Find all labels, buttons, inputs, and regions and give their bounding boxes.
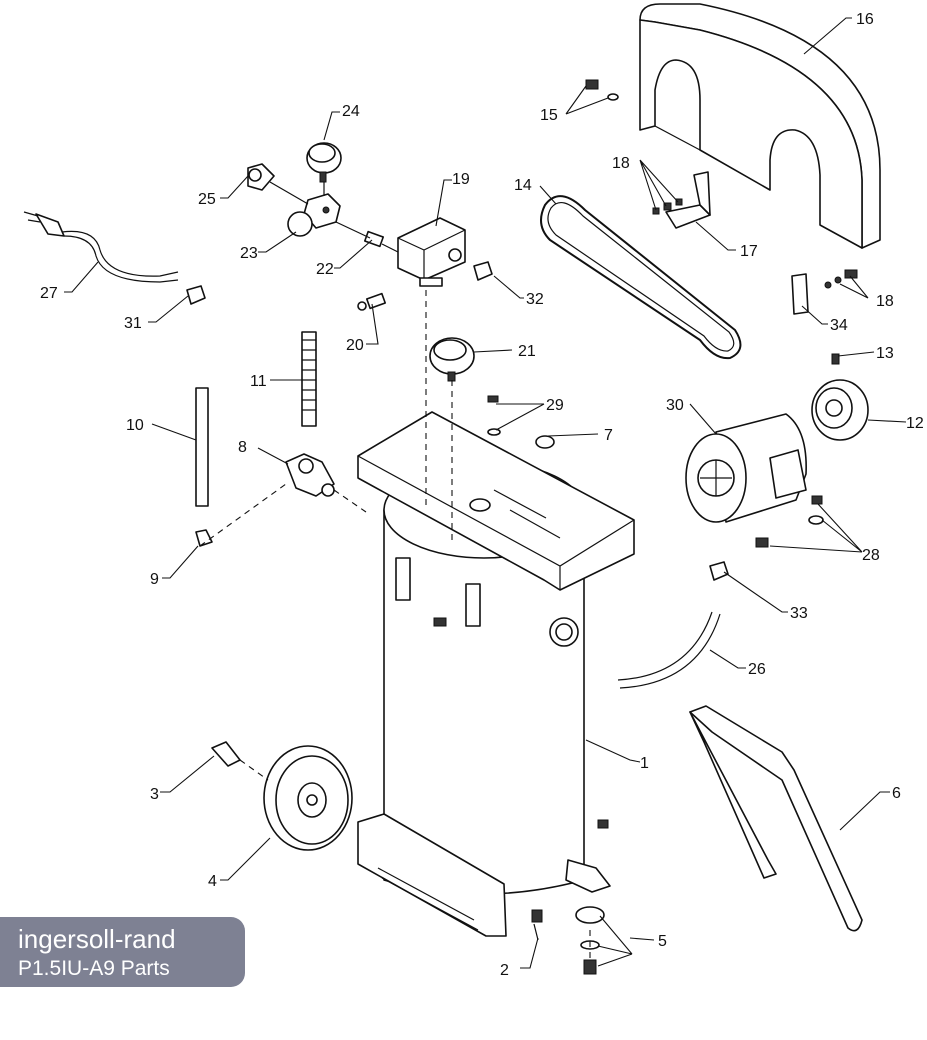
callout-30: 30 — [666, 397, 684, 414]
base-bracket — [357, 813, 611, 937]
callout-8: 8 — [238, 439, 247, 456]
upper-gauge — [306, 142, 342, 183]
callout-18a: 18 — [612, 155, 630, 172]
callout-11: 11 — [250, 373, 267, 390]
callout-24: 24 — [342, 103, 360, 120]
callout-1: 1 — [640, 755, 649, 772]
callout-31: 31 — [124, 315, 142, 332]
callout-14: 14 — [514, 177, 532, 194]
regulator — [287, 193, 341, 237]
guard-screw — [585, 79, 619, 101]
mounting-plate — [357, 411, 635, 591]
callout-33: 33 — [790, 605, 808, 622]
pressure-switch — [397, 217, 466, 287]
callout-4: 4 — [208, 873, 217, 890]
bracket — [652, 171, 711, 229]
callout-7: 7 — [604, 427, 613, 444]
callout-20: 20 — [346, 337, 364, 354]
callout-9: 9 — [150, 571, 159, 588]
motor-hardware — [755, 495, 824, 548]
callout-25: 25 — [198, 191, 216, 208]
leader-lines — [64, 17, 907, 969]
model-label: ingersoll-rand P1.5IU-A9 Parts — [0, 917, 245, 987]
motor — [685, 413, 807, 523]
elbow-9 — [195, 529, 213, 547]
callout-23: 23 — [240, 245, 258, 262]
callout-32: 32 — [526, 291, 544, 308]
callout-22: 22 — [316, 261, 334, 278]
axle-bolt — [211, 741, 241, 767]
callout-12: 12 — [906, 415, 924, 432]
washer-7 — [535, 435, 555, 449]
callout-6: 6 — [892, 785, 901, 802]
callout-29: 29 — [546, 397, 564, 414]
callout-18b: 18 — [876, 293, 894, 310]
foot-5 — [575, 819, 609, 975]
brand-name: ingersoll-rand — [18, 924, 176, 954]
fitting-25 — [247, 163, 275, 191]
callout-34: 34 — [830, 317, 848, 334]
tank-gauge — [429, 337, 475, 382]
callout-19: 19 — [452, 171, 470, 188]
drive-belt — [540, 195, 742, 360]
strain-relief-31 — [186, 285, 206, 305]
check-valve-8 — [285, 453, 335, 497]
callout-28: 28 — [862, 547, 880, 564]
strain-relief-33 — [709, 561, 729, 581]
callout-labels: 1 2 3 4 5 6 7 8 9 10 11 12 13 14 15 16 1… — [40, 11, 924, 979]
callout-13: 13 — [876, 345, 894, 362]
screws-29 — [487, 395, 501, 436]
discharge-tube — [301, 331, 317, 427]
callout-3: 3 — [150, 786, 159, 803]
model-name: P1.5IU-A9 Parts — [18, 957, 170, 980]
callout-5: 5 — [658, 933, 667, 950]
belt-guard — [639, 3, 881, 249]
handle — [689, 705, 863, 932]
small-plate — [791, 269, 858, 315]
callout-15: 15 — [540, 107, 558, 124]
callout-10: 10 — [126, 417, 144, 434]
fitting-20 — [357, 292, 387, 311]
motor-wire — [617, 611, 721, 689]
callout-16: 16 — [856, 11, 874, 28]
callout-17: 17 — [740, 243, 758, 260]
strain-relief-32 — [473, 261, 493, 281]
tube-10 — [195, 387, 209, 507]
wheel — [263, 745, 353, 851]
callout-27: 27 — [40, 285, 58, 302]
drain-valve-2 — [531, 909, 543, 941]
pulley — [811, 353, 869, 441]
callout-21: 21 — [518, 343, 536, 360]
callout-26: 26 — [748, 661, 766, 678]
callout-2: 2 — [500, 962, 509, 979]
power-cord — [23, 211, 179, 283]
